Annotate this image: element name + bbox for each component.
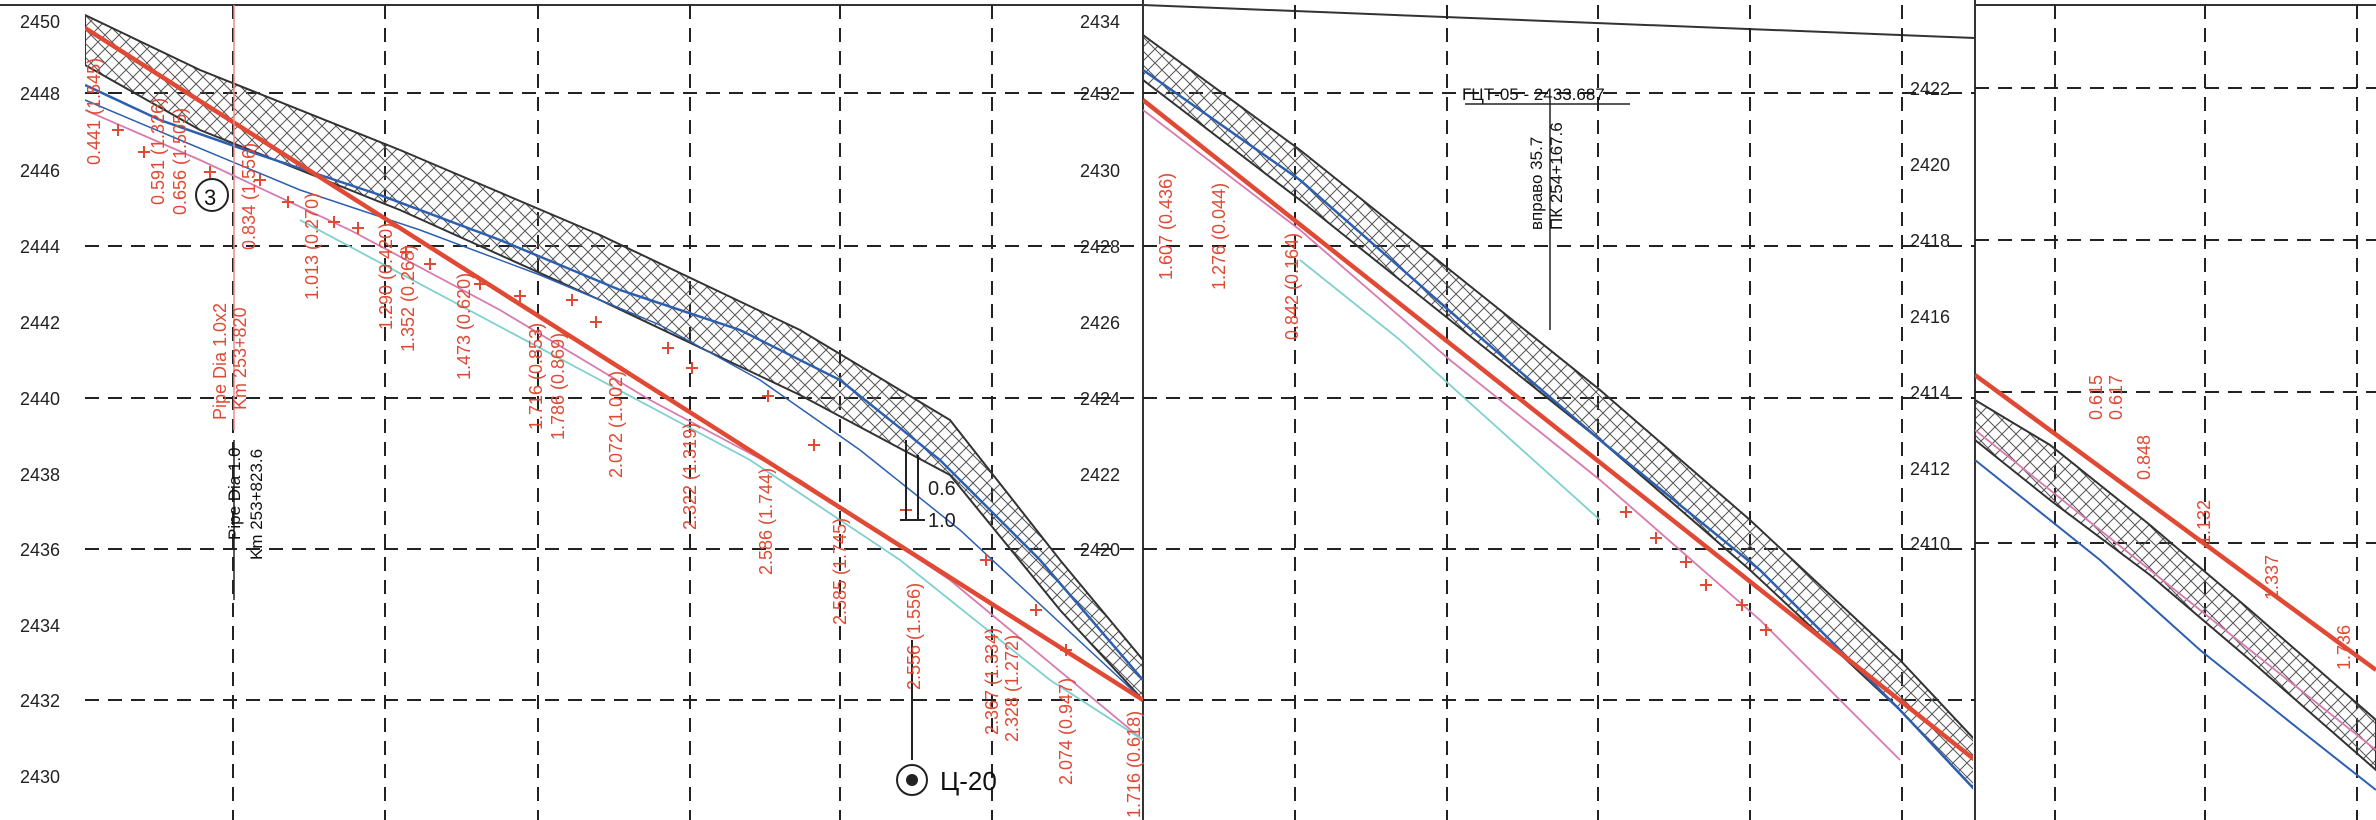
point-title: ГЦТ-05 - 2433.687 [1462,85,1605,104]
ytick-left-9: 2432 [20,691,60,711]
elev-label: 1.290 (0.420) [376,223,396,330]
km-red-label: Km 253+820 [230,307,250,410]
survey-line-right [1975,459,2376,791]
ytick-left-2: 2446 [20,161,60,181]
elev-label: 1.786 (0.869) [548,333,568,440]
elev-label: 1.607 (0.436) [1156,173,1176,280]
km-black-label: Km 253+823.6 [247,449,266,560]
ytick-mid-5: 2424 [1080,389,1120,409]
elev-label: 1.352 (0.268) [398,245,418,352]
grid-left [85,5,1143,820]
design-line-left [85,26,1143,702]
left-labels: 2450 2448 2446 2444 2442 2440 2438 2436 … [20,12,1144,818]
middle-profile [1143,33,1973,790]
elev-label: 1.716 (0.853) [526,323,546,430]
ytick-right-2: 2418 [1910,231,1950,251]
elev-label: 0.834 (1.556) [239,143,259,250]
elev-label: 2.322 (1.319) [680,423,700,530]
ytick-mid-3: 2428 [1080,237,1120,257]
elev-label: 0.842 (0.164) [1282,233,1302,340]
ytick-left-4: 2442 [20,313,60,333]
cyan-line-middle [1299,259,1601,521]
right-labels: 2422 2420 2418 2416 2414 2412 2410 0.615… [1910,79,2354,670]
ytick-right-6: 2410 [1910,534,1950,554]
ytick-mid-2: 2430 [1080,161,1120,181]
ytick-mid-4: 2426 [1080,313,1120,333]
scale-bottom-label: 1.0 [928,510,956,532]
elev-label: 2.367 (1.334) [982,628,1002,735]
survey-point-label: Ц-20 [940,766,997,796]
elev-label: 1.736 [2334,625,2354,670]
pipe-dia-red-label: Pipe Dia 1.0x2 [210,303,230,420]
survey-line-middle [1143,68,1973,790]
elev-label: 1.013 (0.270) [302,193,322,300]
elev-label: 2.074 (0.947) [1056,678,1076,785]
scale-bar [900,440,925,521]
elev-label: 0.617 [2106,375,2126,420]
ytick-left-5: 2440 [20,389,60,409]
ytick-left-6: 2438 [20,465,60,485]
ytick-left-7: 2436 [20,540,60,560]
ytick-left-3: 2444 [20,237,60,257]
elev-label: 1.473 (0.620) [454,273,474,380]
ytick-right-4: 2414 [1910,383,1950,403]
point-offset: вправо 35.7 [1527,137,1546,230]
left-profile [85,5,1143,760]
middle-labels: 2434 2432 2430 2428 2426 2424 2422 2420 … [1080,12,1605,560]
elev-label: 1.337 [2262,555,2282,600]
elev-label: 1.276 (0.044) [1209,183,1229,290]
pink-line-right [1975,429,2376,751]
design-line-middle [1143,98,1973,762]
ytick-left-8: 2434 [20,616,60,636]
circle-number: 3 [204,185,216,210]
pipe-dia-black-label: Pipe Dia 1.0 [225,447,244,540]
elev-label: 1.132 [2194,500,2214,545]
elev-label: 0.848 [2134,435,2154,480]
elev-label: 0.615 [2086,375,2106,420]
ytick-right-3: 2416 [1910,307,1950,327]
elev-label: 0.656 (1.505) [170,108,190,215]
elev-label: 2.328 (1.272) [1002,635,1022,742]
ytick-mid-7: 2420 [1080,540,1120,560]
cut-hatch-right [1975,398,2376,772]
cross-markers-left [112,124,1072,656]
cross-markers-middle [1620,506,1772,636]
ytick-right-0: 2422 [1910,79,1950,99]
elev-label: 2.556 (1.556) [904,583,924,690]
survey-line-left-2 [85,99,1143,701]
grid-right [1975,5,2376,820]
right-profile [1975,373,2376,791]
circle-marker-3 [195,178,229,212]
elev-label: 2.072 (1.002) [606,371,626,478]
ytick-mid-0: 2434 [1080,12,1120,32]
ytick-left-0: 2450 [20,12,60,32]
point-pk: ПК 254+167.6 [1547,122,1566,230]
survey-point-icon-dot [906,774,918,786]
elev-label: 0.441 (1.545) [84,58,104,165]
design-line-right [1975,373,2376,672]
cyan-line-left [299,219,1143,741]
pink-line-middle [1143,109,1901,761]
ytick-right-1: 2420 [1910,155,1950,175]
elev-label: 0.591 (1.326) [148,98,168,205]
elev-label: 1.716 (0.618) [1124,711,1144,818]
ytick-left-1: 2448 [20,84,60,104]
survey-line-left [85,83,1143,681]
elev-label: 2.586 (1.744) [756,468,776,575]
elev-label: 2.585 (1.745) [830,518,850,625]
scale-top-label: 0.6 [928,478,956,500]
ytick-mid-1: 2432 [1080,84,1120,104]
ytick-mid-6: 2422 [1080,465,1120,485]
ytick-right-5: 2412 [1910,459,1950,479]
ytick-left-10: 2430 [20,767,60,787]
